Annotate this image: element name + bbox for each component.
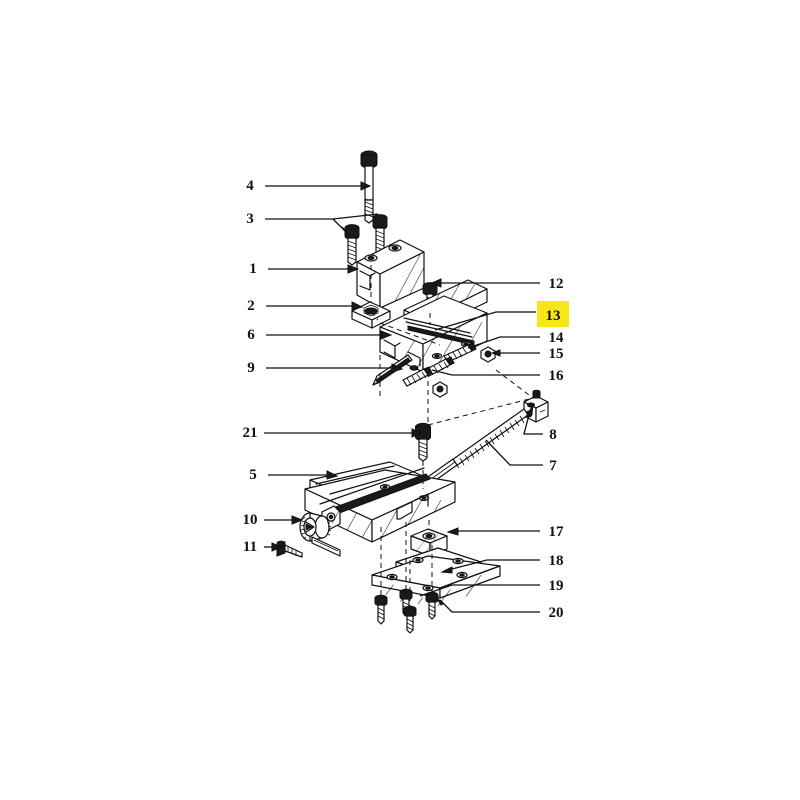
callout-7[interactable]: 7 [549, 458, 557, 474]
callout-1[interactable]: 1 [249, 261, 257, 277]
callout-9[interactable]: 9 [247, 360, 255, 376]
part-socket-head-cap-screw-short-left [344, 224, 360, 266]
part-tool-holder-block [356, 239, 425, 309]
part-washer-screw-19 [425, 591, 439, 620]
callout-12[interactable]: 12 [549, 276, 564, 292]
part-handwheel-dial-10 [299, 512, 341, 557]
callout-20[interactable]: 20 [549, 605, 564, 621]
callout-17[interactable]: 17 [549, 524, 565, 540]
callout-6[interactable]: 6 [247, 327, 255, 343]
callout-14[interactable]: 14 [549, 330, 565, 346]
callout-21[interactable]: 21 [243, 425, 258, 441]
part-mounting-plate-18 [371, 547, 501, 609]
part-hex-nut-15b [432, 381, 448, 398]
assembly-axis-lines-lower [380, 461, 433, 607]
part-upper-slide-body-6 [379, 295, 488, 373]
assembly-axis-lines [370, 265, 534, 426]
callout-5[interactable]: 5 [249, 467, 257, 483]
callout-19[interactable]: 19 [549, 578, 564, 594]
part-bearing-block-8 [523, 389, 549, 423]
callout-3[interactable]: 3 [246, 211, 254, 227]
callout-15[interactable]: 15 [549, 346, 564, 362]
part-socket-head-cap-screw-21 [415, 422, 431, 462]
callout-8[interactable]: 8 [549, 427, 557, 443]
callout-16[interactable]: 16 [549, 368, 565, 384]
callout-4[interactable]: 4 [246, 178, 254, 194]
leader-lines [264, 181, 543, 613]
callout-2[interactable]: 2 [247, 298, 255, 314]
highlight-box-13 [537, 301, 569, 327]
callout-18[interactable]: 18 [549, 553, 564, 569]
part-hex-nut-15 [480, 346, 496, 363]
callout-10[interactable]: 10 [243, 512, 258, 528]
part-set-screw-11 [276, 540, 303, 558]
part-lower-slide-base-5 [304, 461, 456, 543]
callout-11[interactable]: 11 [243, 539, 257, 555]
part-fixing-screw-a [374, 594, 388, 625]
callout-13[interactable]: 13 [546, 308, 561, 324]
part-lead-screw-7 [424, 408, 529, 486]
callout-numbers: 4 3 1 2 6 9 21 5 10 11 12 13 14 15 16 8 … [243, 178, 565, 621]
part-socket-head-cap-screw-short-right [372, 214, 388, 256]
part-fixing-screw-c [403, 605, 417, 634]
